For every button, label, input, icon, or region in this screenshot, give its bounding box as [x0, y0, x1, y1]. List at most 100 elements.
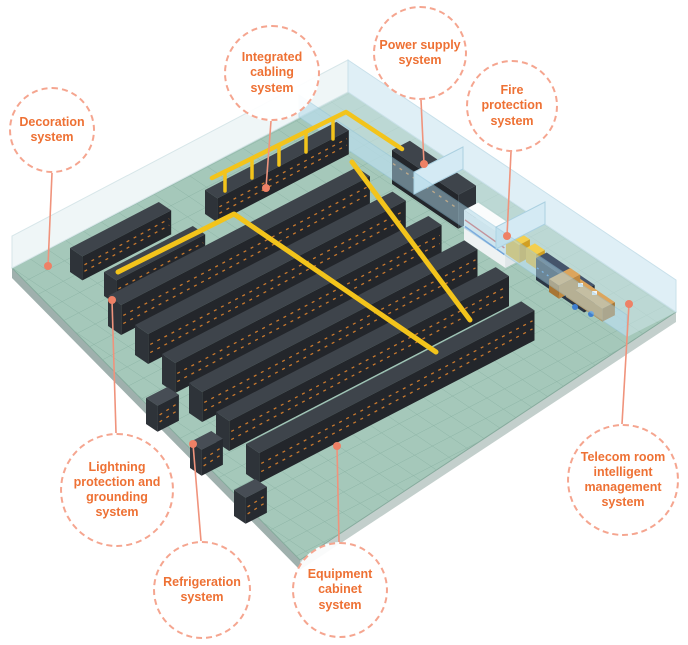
callout-label: Fire protection system	[481, 83, 543, 128]
rack-front	[217, 130, 349, 223]
callout-dot	[44, 262, 52, 270]
callout-label: Refrigeration system	[163, 574, 241, 604]
crac-unit	[234, 479, 267, 524]
cable-tray-run	[349, 159, 473, 323]
leader-line	[506, 151, 512, 237]
rack-front	[82, 210, 172, 281]
callout-integrated-cabling-system: Integrated cabling system	[224, 25, 320, 121]
rack-front	[229, 276, 509, 451]
rack-led-strip	[260, 328, 533, 473]
rack-led-strip	[219, 138, 348, 208]
server-rack-row	[108, 167, 370, 335]
rack-front	[245, 486, 267, 524]
cable-trays	[115, 109, 473, 355]
server-rack-row	[162, 216, 442, 393]
right-wall	[347, 59, 677, 313]
server-rack-row	[189, 240, 478, 422]
callout-power-supply-system: Power supply system	[373, 6, 467, 100]
rack-led-strip	[122, 186, 369, 317]
callout-dot	[108, 296, 116, 304]
rack-top	[162, 216, 442, 363]
rack-led-strip	[176, 242, 440, 383]
callout-dot	[420, 160, 428, 168]
rack-front	[157, 394, 179, 432]
operator-chair	[572, 304, 578, 310]
callout-fire-protection-system: Fire protection system	[466, 60, 558, 152]
cable-tray-trunk	[209, 109, 405, 181]
rack-led-strip	[159, 410, 178, 423]
rack-led-strip	[122, 194, 369, 325]
rack-top	[70, 202, 172, 257]
rack-top	[146, 387, 179, 406]
rack-led-strip	[247, 495, 266, 508]
rack-front	[201, 438, 223, 476]
rack-led-strip	[176, 234, 440, 375]
callout-label: Equipment cabinet system	[307, 567, 373, 612]
rack-led-strip	[203, 447, 222, 460]
callout-label: Lightning protection and grounding syste…	[73, 459, 161, 520]
callout-dot	[503, 232, 511, 240]
rack-side	[205, 190, 218, 223]
callout-label: Integrated cabling system	[241, 50, 303, 95]
leader-line	[47, 172, 53, 267]
rack-top	[190, 431, 223, 450]
crac-unit	[146, 387, 179, 432]
rack-side	[162, 354, 176, 393]
rack-front	[148, 200, 406, 364]
callout-dot	[625, 300, 633, 308]
leader-line	[111, 299, 117, 434]
leader-lines	[44, 99, 633, 543]
rack-led-strip	[84, 224, 170, 272]
rack-top	[246, 301, 535, 453]
leader-line	[336, 445, 340, 543]
rack-front	[202, 249, 478, 422]
rack-side	[189, 383, 203, 422]
rack-led-strip	[84, 218, 170, 266]
callout-equipment-cabinet-system: Equipment cabinet system	[292, 542, 388, 638]
callout-decoration-system: Decoration system	[9, 87, 95, 173]
leader-line	[192, 443, 202, 542]
rack-side	[70, 248, 83, 281]
callout-lightning-protection-and-grounding-system: Lightning protection and grounding syste…	[60, 433, 174, 547]
cable-tray-run	[115, 211, 439, 355]
rack-led-strip	[247, 502, 266, 515]
callout-refrigeration-system: Refrigeration system	[153, 541, 251, 639]
rack-led-strip	[203, 259, 476, 404]
floor-edge-right	[300, 312, 676, 570]
rack-side	[146, 398, 158, 432]
rack-led-strip	[203, 267, 476, 412]
server-rack-row	[70, 202, 172, 281]
leader-line	[621, 303, 630, 425]
callout-dot	[262, 184, 270, 192]
rack-front	[259, 310, 535, 483]
leader-line	[265, 120, 272, 189]
rack-led-strip	[118, 242, 204, 290]
server-rack-row	[205, 121, 349, 223]
server-rack-row	[135, 191, 406, 364]
rack-top	[234, 479, 267, 498]
rack-side	[234, 490, 246, 524]
rack-top	[135, 191, 406, 334]
callout-label: Decoration system	[19, 114, 85, 144]
rack-side	[246, 444, 260, 483]
rack-led-strip	[203, 454, 222, 467]
rack-led-strip	[260, 320, 533, 465]
crac-unit	[190, 431, 223, 476]
cabinet-top	[526, 243, 545, 255]
callout-label: Power supply system	[379, 37, 461, 67]
rack-top	[216, 267, 509, 421]
rack-led-strip	[219, 144, 348, 214]
rack-top	[189, 240, 478, 392]
server-rack-rows	[70, 121, 535, 524]
callout-dot	[333, 442, 341, 450]
rack-front	[175, 225, 442, 393]
rack-top	[108, 167, 370, 305]
rack-top	[205, 121, 349, 199]
callout-telecom-room-intelligent-management-system: Telecom room intelligent management syst…	[567, 424, 679, 536]
rack-side	[108, 296, 122, 335]
server-rack-row	[246, 301, 535, 483]
rack-front	[121, 176, 370, 335]
rack-side	[135, 325, 149, 364]
rack-led-strip	[159, 403, 178, 416]
